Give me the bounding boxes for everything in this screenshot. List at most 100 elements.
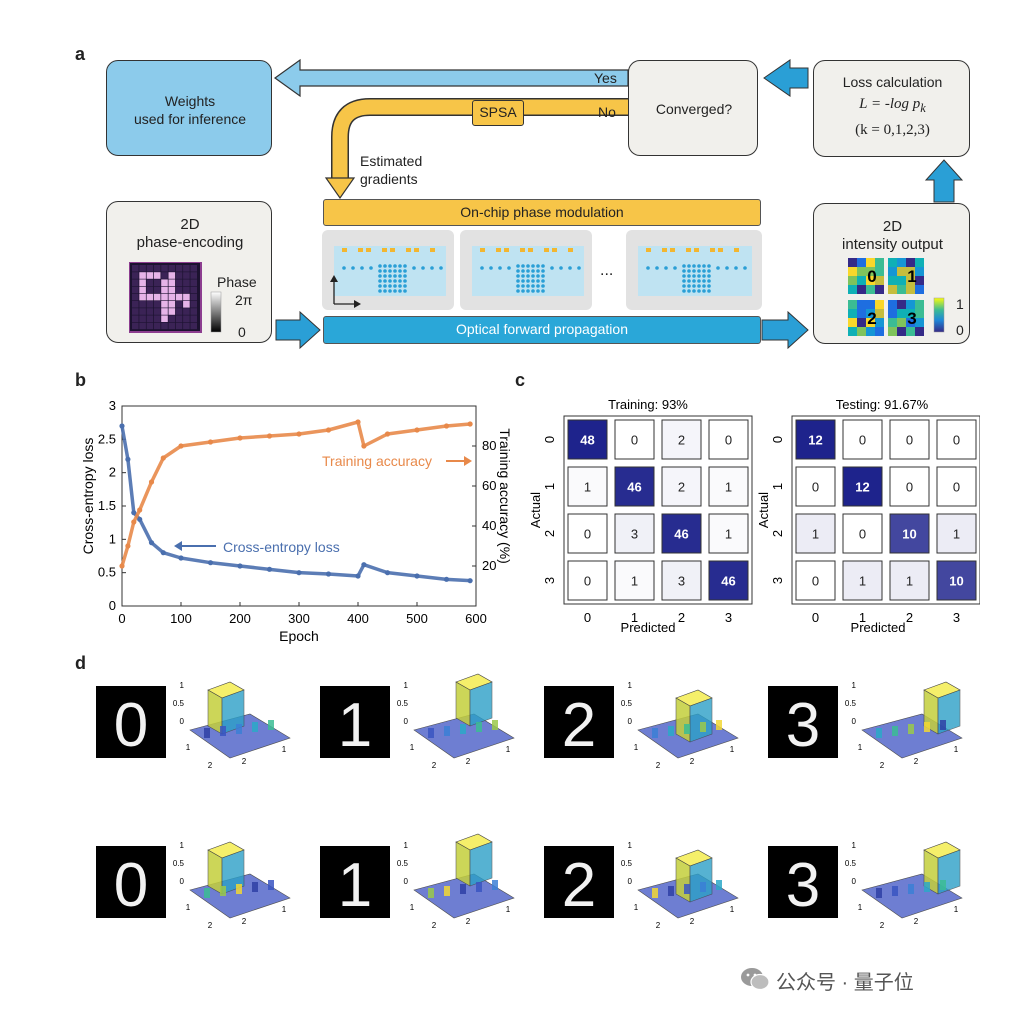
- phase-pixel: [168, 286, 176, 294]
- chip-array-dot: [403, 264, 407, 268]
- intensity-pixel: [857, 276, 866, 285]
- chip-dots: [342, 248, 747, 293]
- chip-array-dot: [697, 284, 701, 288]
- converged-box: Converged?: [628, 60, 758, 156]
- phase-pixel: [161, 315, 168, 322]
- axis-tick-label: 1: [282, 905, 287, 914]
- phase-pixel: [190, 322, 197, 330]
- chip-array-dot: [531, 289, 535, 293]
- chip-array-dot: [393, 274, 397, 278]
- chip-array-dot: [516, 264, 520, 268]
- y-right-tick-label: 20: [482, 558, 496, 573]
- axis-tick-label: 2: [466, 917, 471, 926]
- cbar-min: 0: [956, 322, 964, 338]
- chip-array-dot: [541, 274, 545, 278]
- phase-pixel: [168, 272, 176, 279]
- z-tick-label: 1: [404, 681, 409, 690]
- phase-pixel: [183, 265, 190, 272]
- phase-pixel: [190, 272, 197, 279]
- phase-pixel: [139, 293, 146, 301]
- phase-min: 0: [238, 324, 246, 340]
- chip-array-dot: [526, 274, 530, 278]
- matrix-cell-value: 12: [855, 480, 869, 495]
- out-digit-3: 3: [907, 309, 916, 328]
- intensity-pixel: [897, 309, 906, 318]
- axis-tick-label: 1: [858, 743, 863, 752]
- accuracy-point: [266, 433, 273, 439]
- chip-array-dot: [692, 274, 696, 278]
- chip-input-dot: [351, 266, 355, 270]
- chip-phase-shifter: [552, 248, 557, 252]
- chip-output-dot: [734, 266, 738, 270]
- chip-array-dot: [682, 279, 686, 283]
- small-bar: [204, 888, 210, 898]
- phase-pixel: [153, 308, 161, 315]
- chip-output-dot: [725, 266, 729, 270]
- chip-array-dot: [388, 289, 392, 293]
- intensity-pixel: [866, 285, 875, 294]
- matrix-cell: [936, 466, 977, 507]
- panel-letter-a: a: [75, 44, 86, 64]
- matrix-y-tick: 3: [770, 577, 785, 584]
- intensity-image: 0 1 2 3: [848, 258, 945, 336]
- phase-pixel: [175, 308, 183, 315]
- intensity-pixel: [915, 300, 924, 309]
- phase-pixel: [132, 279, 139, 286]
- matrix-cell: [567, 419, 608, 460]
- z-tick-label: 1: [628, 841, 633, 850]
- z-tick-label: 0.5: [621, 699, 633, 708]
- chip-output-dot: [716, 266, 720, 270]
- loss-point: [237, 563, 243, 569]
- matrix-cell-value: 0: [584, 527, 591, 542]
- matrix-cell-value: 0: [859, 433, 866, 448]
- chip-array-dot: [707, 284, 711, 288]
- intensity-pixel: [848, 267, 857, 276]
- chip-array-dot: [687, 289, 691, 293]
- chip-phase-shifter: [694, 248, 699, 252]
- phase-pixel: [132, 265, 139, 272]
- accuracy-point: [414, 427, 420, 433]
- accuracy-point: [160, 455, 166, 461]
- phase-pixel: [153, 286, 161, 294]
- chip-input-dot: [480, 266, 484, 270]
- bar-front: [689, 857, 713, 903]
- chip-phase-shifter: [544, 248, 549, 252]
- out-digit-0: 0: [867, 267, 876, 286]
- matrix-cell: [708, 560, 749, 601]
- axis-tick-label: 2: [242, 917, 247, 926]
- chip-array-dot: [398, 269, 402, 273]
- chip-array-dot: [692, 289, 696, 293]
- phase-pixel: [132, 293, 139, 301]
- small-bar: [204, 728, 210, 738]
- axis-tick-label: 2: [656, 921, 661, 930]
- matrix-cell: [661, 419, 702, 460]
- intensity-pixel: [915, 327, 924, 336]
- phase-pixel: [153, 315, 161, 322]
- chip-tiles: [322, 230, 762, 310]
- digit-glyph: 0: [114, 691, 148, 760]
- intensity-pixel: [888, 300, 897, 309]
- loss-point: [207, 560, 214, 566]
- chip-array-dot: [383, 279, 387, 283]
- intensity-pixel: [866, 300, 875, 309]
- chip-array-dot: [383, 269, 387, 273]
- matrix-cell-value: 1: [953, 527, 960, 542]
- bar-side: [455, 841, 471, 887]
- chip-phase-shifter: [670, 248, 675, 252]
- phase-pixel: [146, 315, 154, 322]
- intensity-pixel: [888, 327, 897, 336]
- converged-label: Converged?: [655, 101, 733, 117]
- x-tick-label: 100: [170, 611, 192, 626]
- digit-image: [320, 686, 390, 758]
- matrix-y-tick: 2: [542, 530, 557, 537]
- x-tick-label: 300: [288, 611, 310, 626]
- matrix-x-tick: 1: [859, 610, 866, 625]
- matrix-cell-value: 1: [631, 574, 638, 589]
- bar-front: [689, 697, 713, 743]
- chip-array-dot: [536, 264, 540, 268]
- matrix-cell-value: 0: [584, 574, 591, 589]
